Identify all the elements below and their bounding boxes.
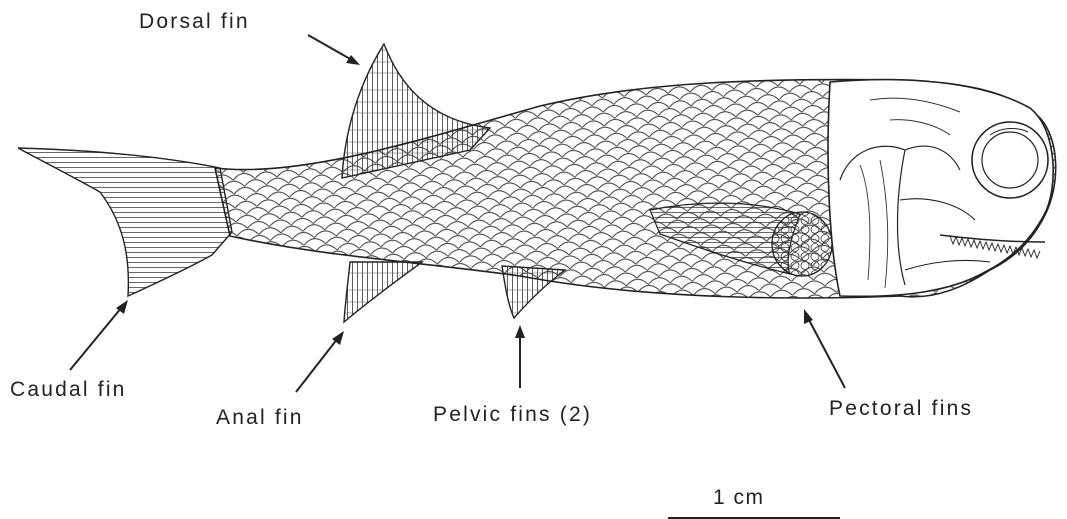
label-dorsal-fin: Dorsal fin bbox=[139, 11, 250, 32]
arrow-pectoral bbox=[804, 309, 845, 388]
arrow-caudal bbox=[70, 300, 128, 370]
fish-head bbox=[828, 80, 1053, 297]
label-caudal-fin: Caudal fin bbox=[10, 379, 127, 400]
label-pelvic-fins: Pelvic fins (2) bbox=[433, 404, 592, 425]
arrow-dorsal bbox=[308, 35, 360, 65]
scale-bar-label: 1 cm bbox=[713, 487, 765, 508]
arrow-pelvic bbox=[515, 325, 525, 388]
caudal-fin bbox=[18, 148, 232, 296]
label-anal-fin: Anal fin bbox=[216, 407, 304, 428]
anal-fin bbox=[344, 262, 422, 322]
label-pectoral-fins: Pectoral fins bbox=[829, 398, 973, 419]
eye bbox=[972, 122, 1048, 198]
arrow-anal bbox=[296, 331, 344, 392]
